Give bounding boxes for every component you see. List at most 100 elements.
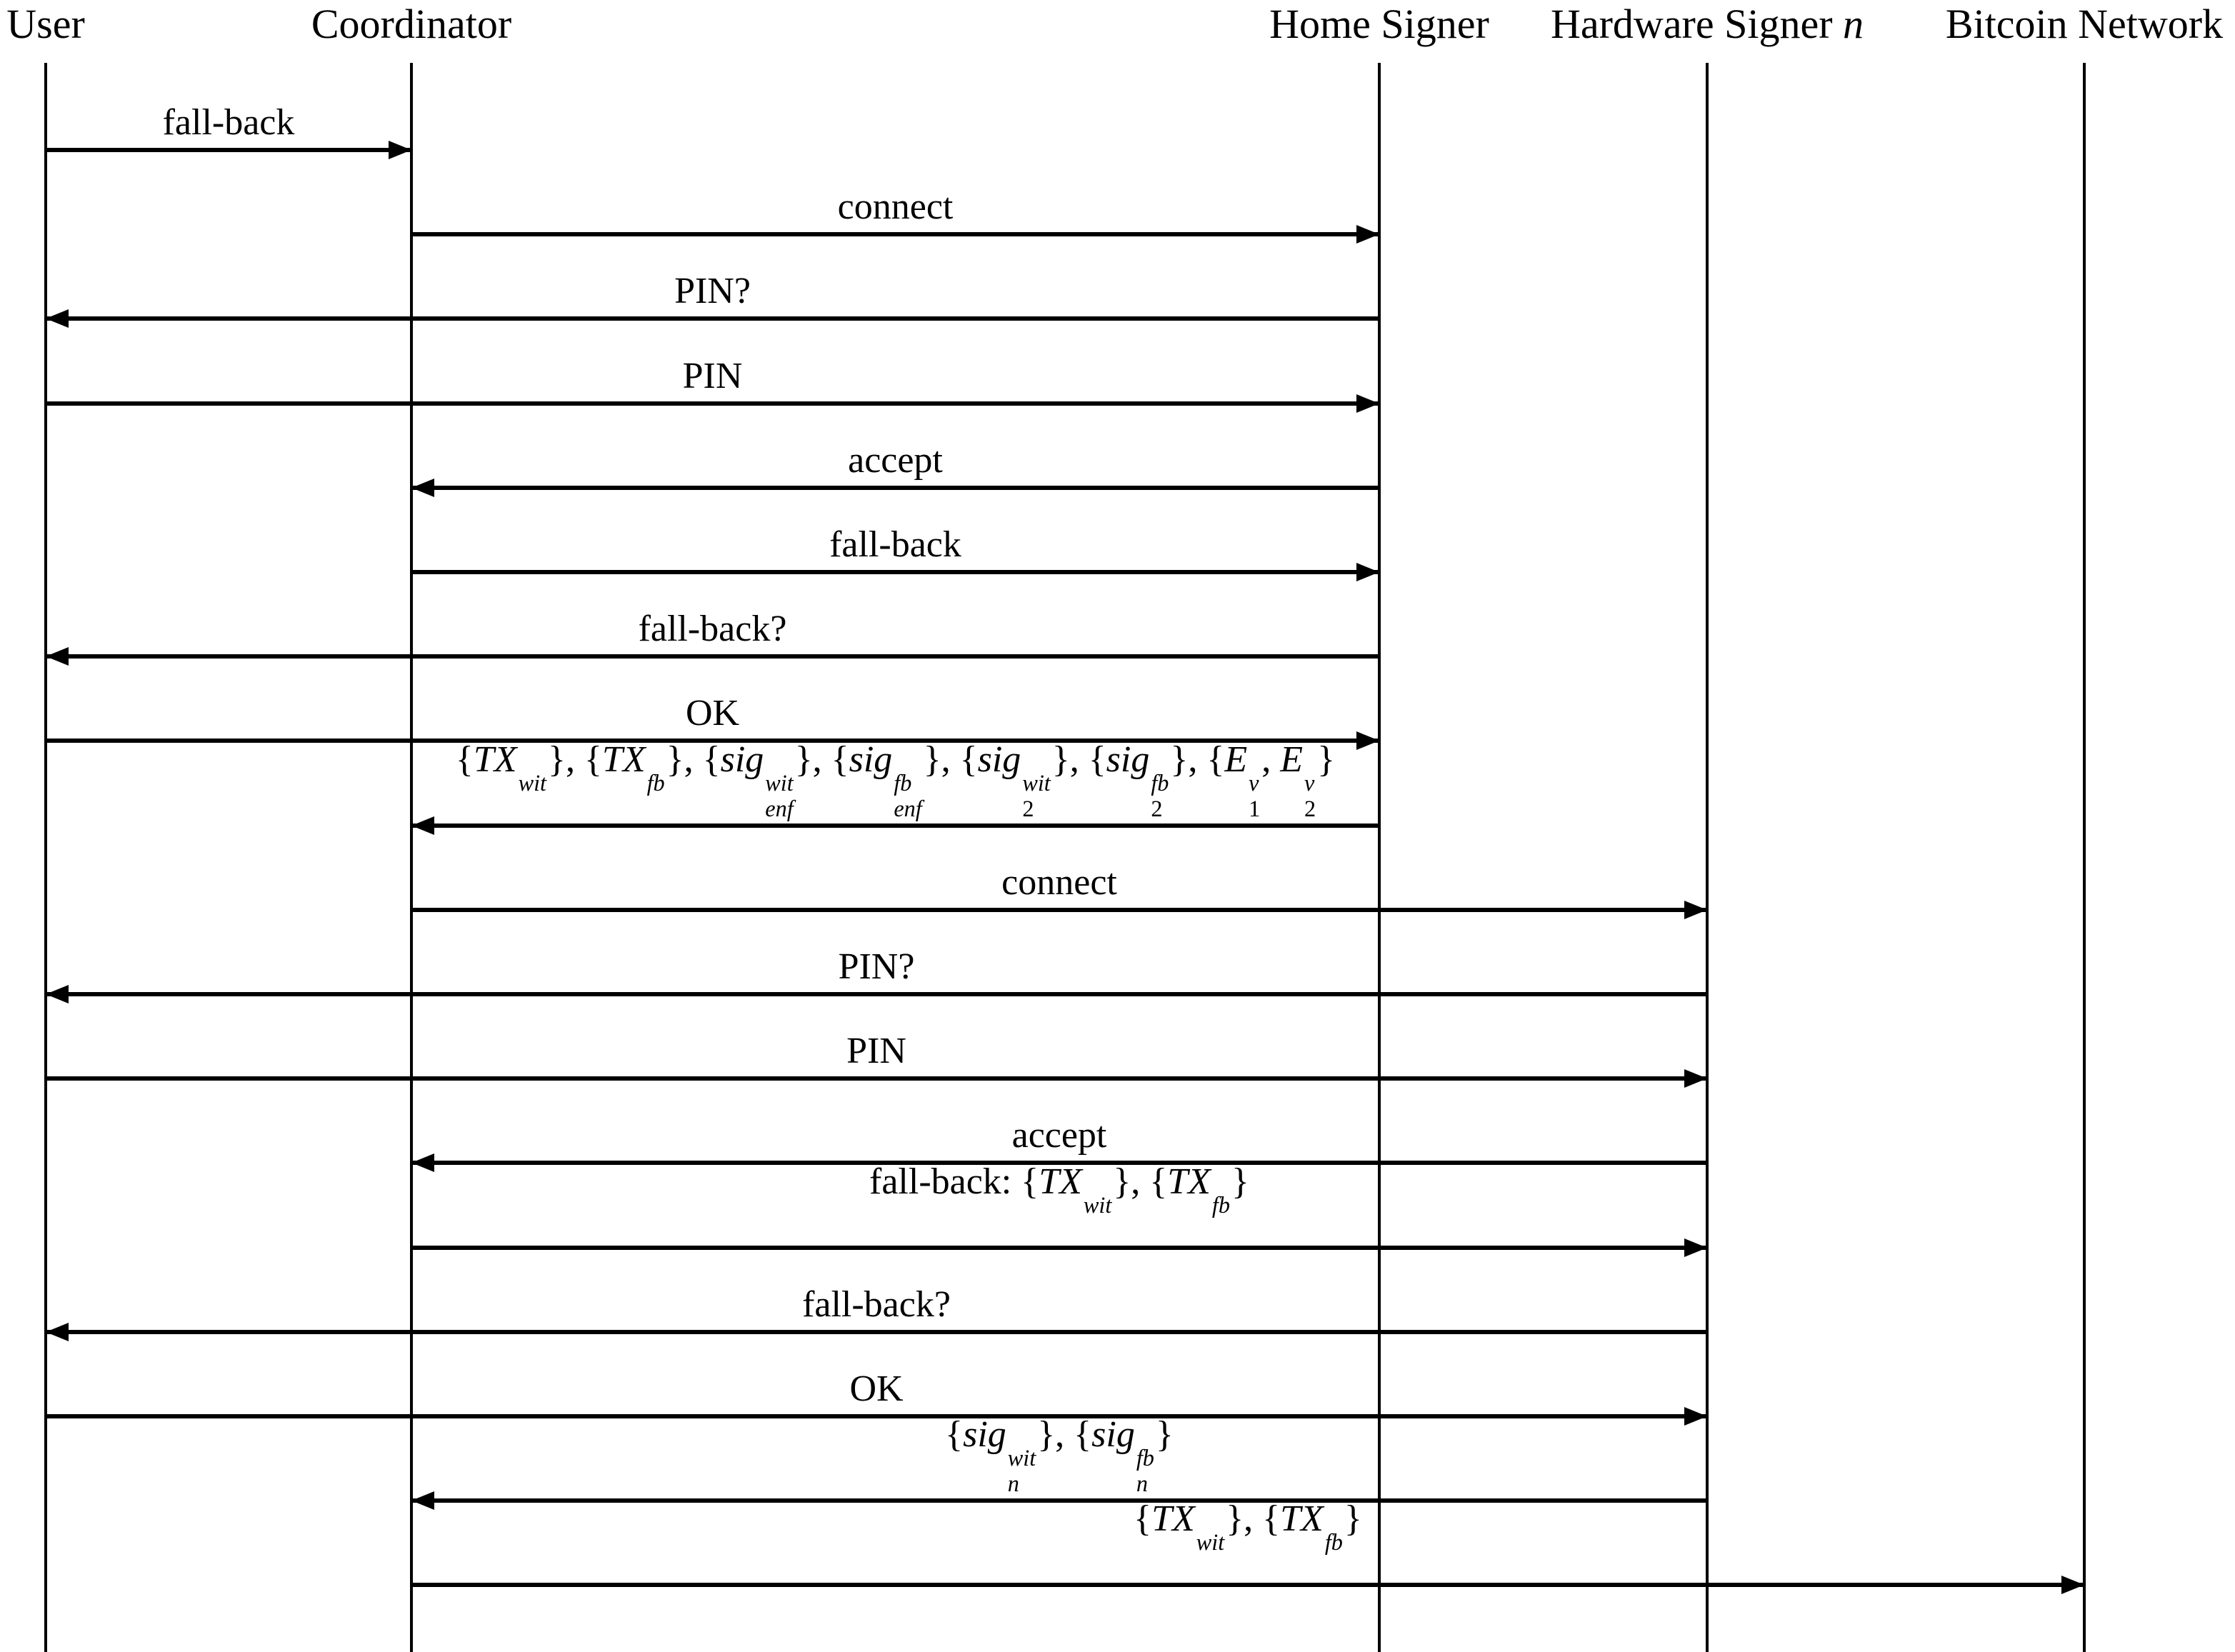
message-label: accept	[848, 437, 943, 484]
text-segment: fall-back?	[802, 1284, 951, 1325]
message-label: PIN?	[839, 943, 915, 990]
message-line-user-to-home-signer	[46, 739, 1379, 743]
text-segment: }, {	[1051, 739, 1106, 780]
superscript: v	[1304, 769, 1315, 796]
text-segment: fall-back	[829, 524, 961, 565]
lifeline-user	[44, 63, 47, 1652]
arrowhead-icon	[1356, 225, 1379, 244]
superscript: wit	[1007, 1444, 1036, 1471]
subscript: n	[1007, 1470, 1019, 1496]
text-segment: }, {	[1226, 1498, 1281, 1539]
arrowhead-icon	[1356, 394, 1379, 413]
text-segment: fall-back	[162, 102, 295, 143]
text-segment: connect	[837, 186, 954, 227]
lifeline-hardware-signer-n	[1706, 63, 1709, 1652]
supsub-block: fb	[647, 770, 665, 821]
math-segment: TX	[1039, 1161, 1082, 1202]
message-line-hardware-signer-n-to-coordinator	[411, 1498, 1707, 1503]
arrowhead-icon	[1684, 1238, 1707, 1257]
message-label: fall-back?	[802, 1281, 951, 1328]
text-segment: }, {	[923, 739, 978, 780]
lifeline-coordinator	[410, 63, 413, 1652]
math-segment: sig	[720, 739, 764, 780]
text-segment: {	[455, 739, 474, 780]
superscript: wit	[518, 769, 546, 796]
message-line-coordinator-to-bitcoin-network	[411, 1583, 2084, 1587]
text-segment: accept	[1011, 1115, 1107, 1156]
arrowhead-icon	[1684, 1069, 1707, 1088]
math-segment: TX	[601, 739, 646, 780]
superscript: fb	[1211, 1191, 1231, 1218]
text-segment: PIN?	[838, 946, 915, 987]
arrowhead-icon	[411, 816, 434, 835]
math-segment: E	[1280, 739, 1303, 780]
message-label: connect	[1001, 859, 1117, 906]
text-segment: Home Signer	[1269, 1, 1489, 47]
subscript: 2	[1022, 795, 1034, 821]
arrowhead-icon	[411, 1153, 434, 1172]
superscript: wit	[1022, 769, 1051, 796]
text-segment: }, {	[794, 739, 849, 780]
text-segment: }, {	[666, 739, 721, 780]
subscript: enf	[894, 795, 922, 821]
message-label: fall-back	[829, 521, 961, 568]
message-label: OK	[686, 690, 739, 736]
supsub-block: wit	[519, 770, 546, 821]
arrowhead-icon	[1356, 563, 1379, 581]
text-segment: PIN?	[674, 271, 751, 311]
arrowhead-icon	[46, 985, 69, 1003]
superscript: v	[1249, 769, 1259, 796]
arrowhead-icon	[46, 1323, 69, 1341]
text-segment: fall-back: {	[869, 1161, 1039, 1202]
arrowhead-icon	[389, 141, 411, 159]
subscript: 2	[1151, 795, 1163, 821]
math-segment: sig	[977, 739, 1021, 780]
message-label: PIN	[683, 353, 743, 399]
message-line-coordinator-to-home-signer	[411, 232, 1379, 236]
supsub-block: wit	[1196, 1529, 1224, 1581]
message-line-coordinator-to-hardware-signer-n	[411, 908, 1707, 912]
text-segment: }, {	[1113, 1161, 1168, 1202]
math-segment: TX	[1167, 1161, 1211, 1202]
superscript: wit	[1083, 1191, 1112, 1218]
message-label: PIN	[846, 1028, 906, 1074]
message-line-home-signer-to-user	[46, 316, 1379, 321]
text-segment: }, {	[1170, 739, 1225, 780]
participant-label-hardware-signer-n: Hardware Signer n	[1551, 1, 1864, 47]
text-segment: OK	[849, 1368, 904, 1409]
message-label: accept	[1012, 1112, 1107, 1158]
superscript: fb	[1151, 769, 1169, 796]
arrowhead-icon	[411, 1491, 434, 1510]
text-segment: OK	[685, 693, 740, 734]
subscript: enf	[765, 795, 794, 821]
arrowhead-icon	[1684, 901, 1707, 919]
text-segment: }, {	[1037, 1413, 1092, 1455]
message-line-user-to-hardware-signer-n	[46, 1414, 1707, 1418]
text-segment: PIN	[846, 1031, 906, 1071]
lifeline-home-signer	[1378, 63, 1381, 1652]
text-segment: User	[6, 1, 85, 47]
superscript: wit	[765, 769, 794, 796]
arrowhead-icon	[2061, 1576, 2084, 1594]
subscript: 1	[1249, 795, 1261, 821]
superscript: fb	[646, 769, 665, 796]
math-segment: sig	[1106, 739, 1150, 780]
superscript: fb	[1136, 1444, 1154, 1471]
text-segment: {	[945, 1413, 964, 1455]
message-label: PIN?	[674, 268, 751, 314]
arrowhead-icon	[1356, 731, 1379, 750]
text-segment: }	[1155, 1413, 1174, 1455]
math-segment: TX	[1151, 1498, 1195, 1539]
message-line-coordinator-to-home-signer	[411, 570, 1379, 574]
math-segment: sig	[849, 739, 893, 780]
